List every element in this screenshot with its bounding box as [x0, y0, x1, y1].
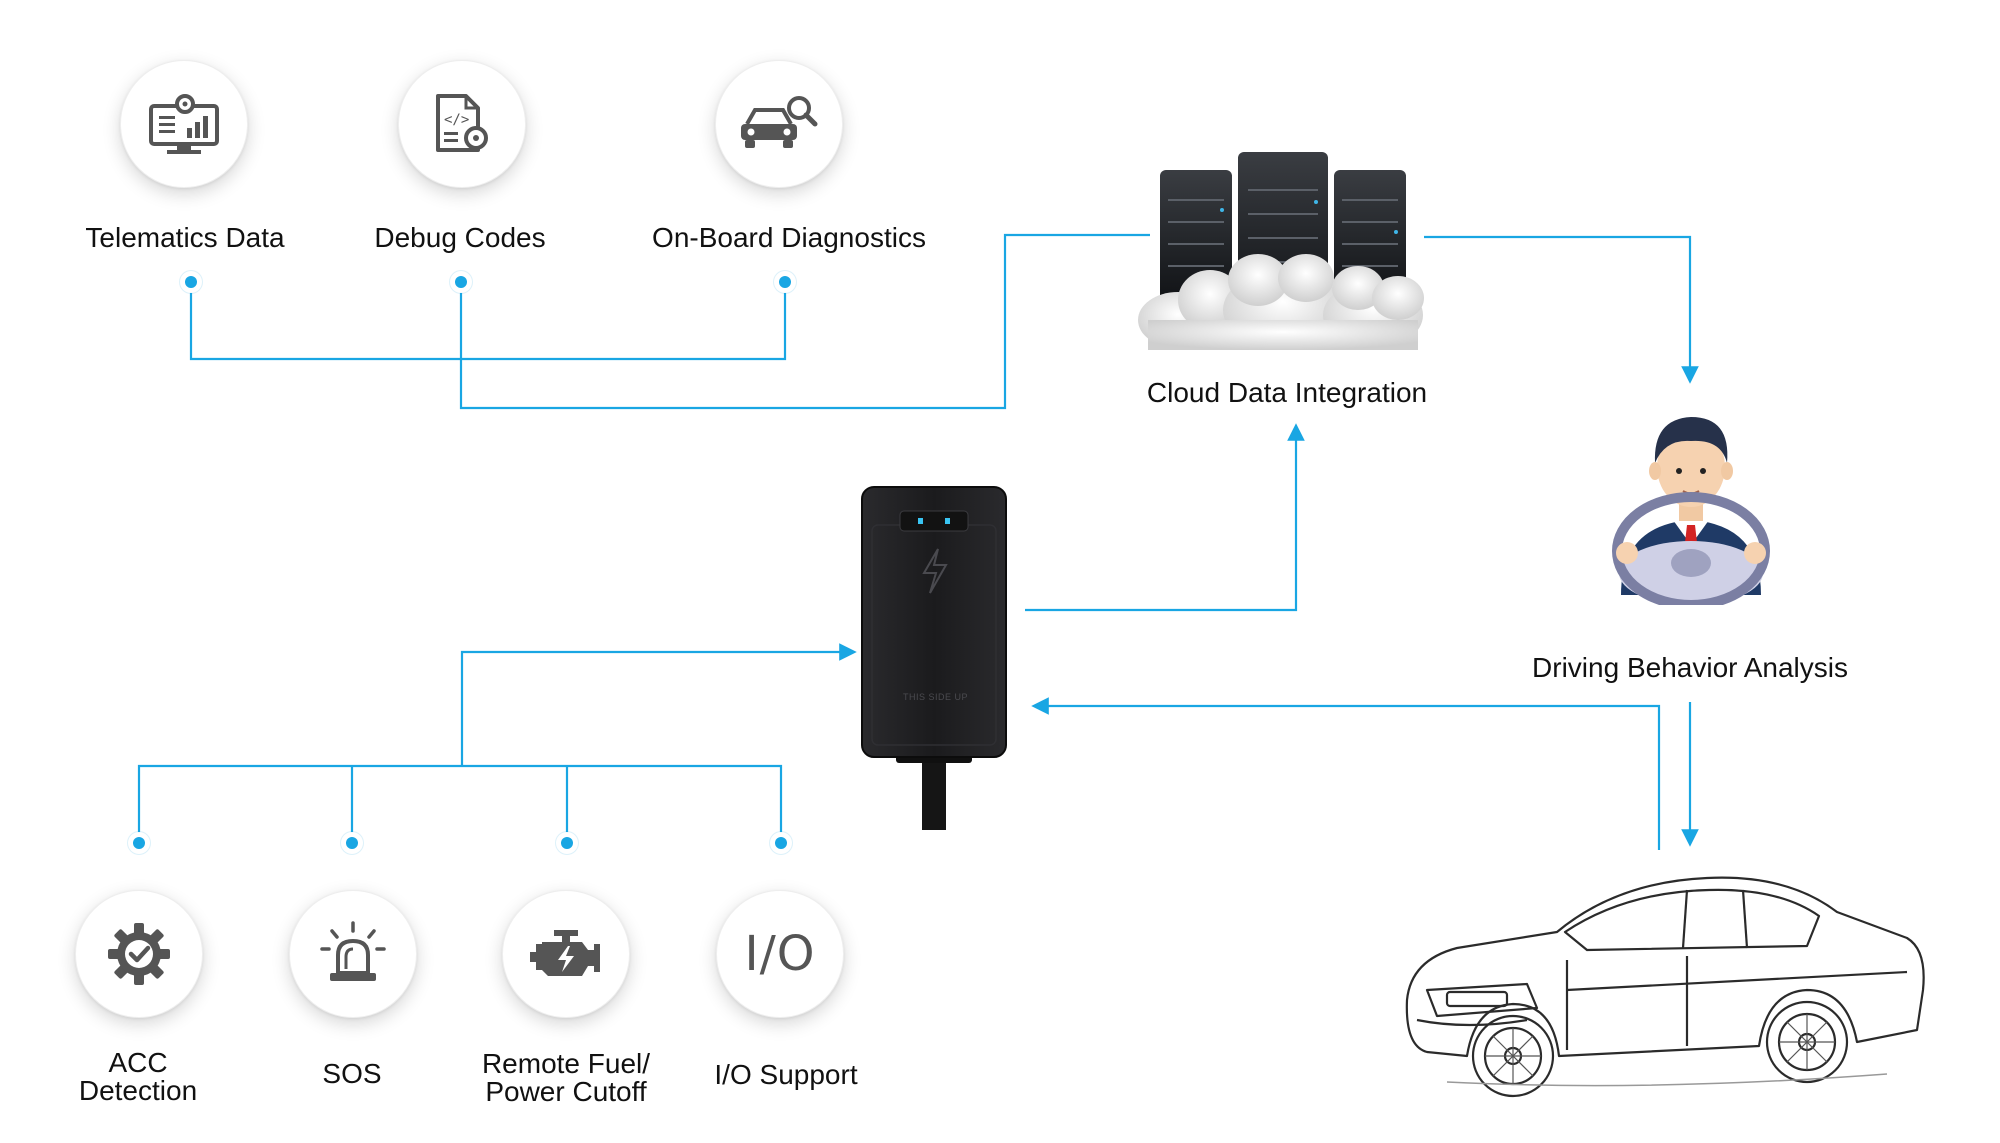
gps-tracker-device [861, 486, 1007, 830]
acc-label-line1: ACC [108, 1047, 168, 1078]
fuel-label-line1: Remote Fuel/ [481, 1048, 651, 1079]
car-sketch [1405, 876, 1925, 1098]
connector-car-device [1031, 697, 1661, 850]
device-text: THIS SIDE UP [903, 692, 969, 702]
sos-dot [341, 832, 363, 854]
io-circle: I/O [716, 890, 844, 1018]
acc-dot [128, 832, 150, 854]
driver-label: Driving Behavior Analysis [1532, 652, 1848, 683]
telematics-label: Telematics Data [85, 222, 285, 253]
connector-telematics-obd [189, 282, 787, 361]
obd-circle [715, 60, 843, 188]
code-document-icon: </> [436, 94, 488, 152]
driver-icon [1612, 417, 1770, 605]
telematics-dot [180, 271, 202, 293]
server-cloud-icon [1138, 152, 1424, 350]
acc-circle [75, 890, 203, 1018]
sos-circle [289, 890, 417, 1018]
fuel-circle [502, 890, 630, 1018]
engine-icon [530, 930, 600, 976]
monitor-gear-icon [149, 94, 219, 154]
gear-check-icon [108, 923, 170, 985]
cloud-label: Cloud Data Integration [1146, 377, 1428, 408]
io-label: I/O Support [714, 1059, 858, 1090]
car-search-icon [741, 96, 818, 148]
io-dot [770, 832, 792, 854]
debug-dot [450, 271, 472, 293]
fuel-dot [556, 832, 578, 854]
obd-dot [774, 271, 796, 293]
io-icon: I/O [744, 926, 816, 982]
debug-label: Debug Codes [374, 222, 546, 253]
sos-label: SOS [322, 1058, 382, 1089]
alarm-light-icon [320, 921, 386, 981]
fuel-label-line2: Power Cutoff [485, 1076, 647, 1107]
connector-bottom-bus [137, 764, 783, 843]
acc-label-line2: Detection [78, 1075, 198, 1106]
obd-label: On-Board Diagnostics [652, 222, 926, 253]
connector-device-cloud [1025, 423, 1305, 612]
connector-debug-cloud [459, 233, 1150, 410]
svg-text:</>: </> [444, 112, 469, 128]
debug-circle: </> [398, 60, 526, 188]
connector-inputs-device [460, 643, 857, 766]
connector-cloud-driver [1424, 235, 1699, 384]
telematics-circle [120, 60, 248, 188]
